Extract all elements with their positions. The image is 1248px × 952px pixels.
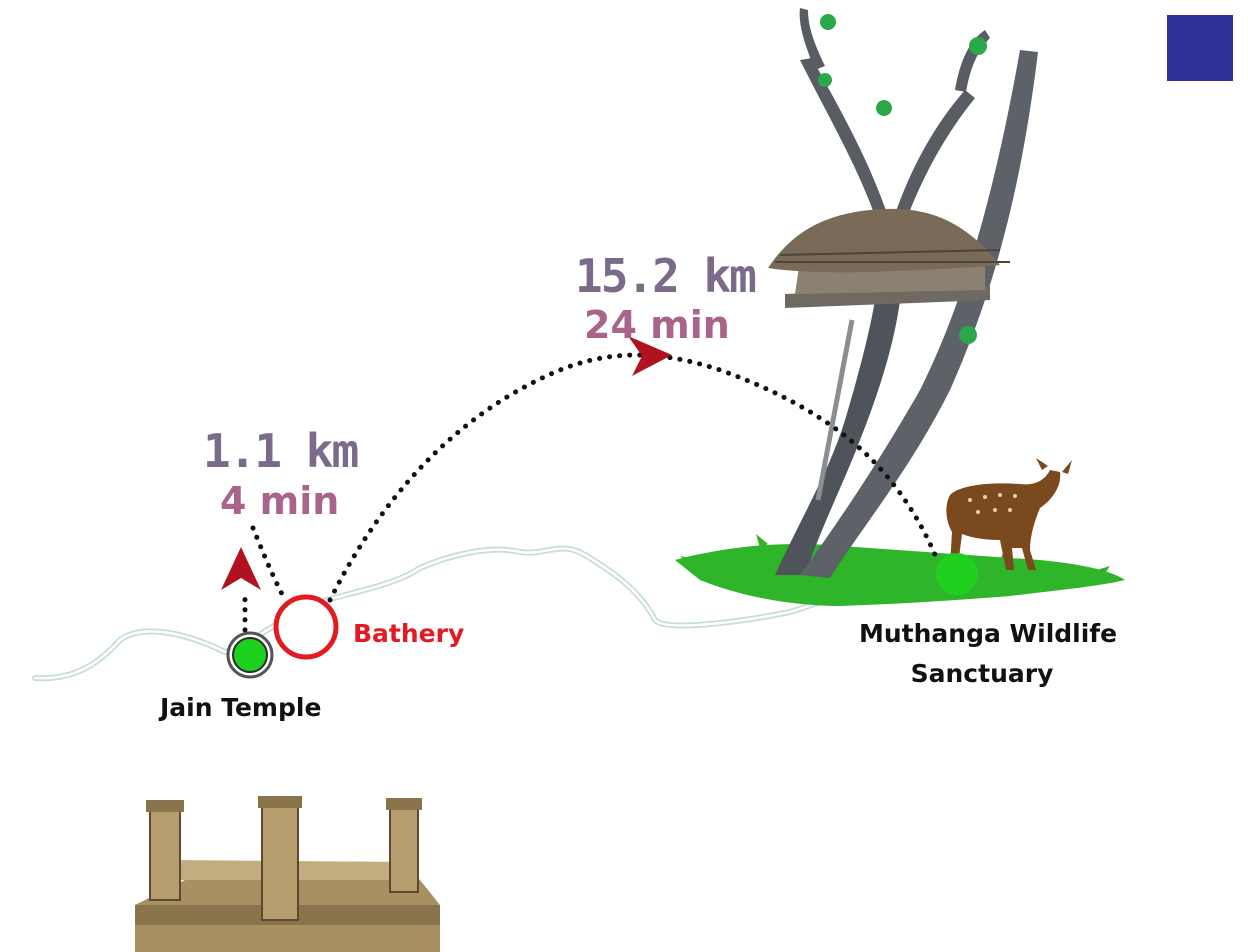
route-leg-2-arrow xyxy=(628,336,672,376)
road-line xyxy=(32,545,978,682)
corner-square xyxy=(1167,15,1233,81)
leg-2-distance: 15.2 km xyxy=(575,249,757,303)
route-leg-1-path xyxy=(242,525,288,633)
muthanga-label-line-2: Sanctuary xyxy=(910,659,1054,688)
tree-house-icon xyxy=(675,8,1125,606)
jain-temple-label: Jain Temple xyxy=(160,693,322,722)
bathery-label: Bathery xyxy=(353,619,465,648)
leg-2-duration: 24 min xyxy=(584,303,730,347)
deer-icon xyxy=(946,458,1072,570)
route-leg-1-arrow xyxy=(221,547,261,590)
leg-1-distance: 1.1 km xyxy=(203,424,359,478)
muthanga-label-line-1: Muthanga Wildlife xyxy=(859,619,1118,648)
leg-1-duration: 4 min xyxy=(220,479,340,523)
muthanga-marker[interactable] xyxy=(936,553,978,595)
bathery-marker[interactable] xyxy=(273,594,339,660)
jain-temple-marker[interactable] xyxy=(226,631,274,679)
temple-ruins-icon xyxy=(135,796,440,952)
